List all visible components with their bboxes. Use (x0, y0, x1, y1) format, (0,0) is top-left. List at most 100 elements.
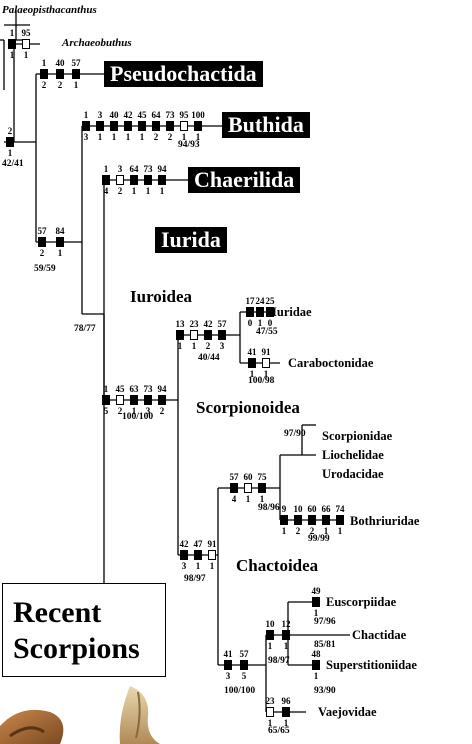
char-box-pseudochactida-57 (72, 69, 80, 79)
char-state-caraboctonidae-41: 1 (250, 369, 255, 379)
char-number-buthida-1: 1 (84, 110, 89, 120)
char-number-buthida-45: 45 (138, 110, 148, 120)
char-number-buthida-42: 42 (124, 110, 134, 120)
char-box-euscorpiidae-49 (312, 597, 320, 607)
char-state-node-10-12-12: 1 (284, 641, 289, 651)
char-box-iuroidea-73 (144, 395, 152, 405)
char-number-pseudochactida-40: 40 (56, 58, 66, 68)
char-number-buthida-3: 3 (98, 110, 103, 120)
char-box-node-13-57 (218, 330, 226, 340)
label-iuridae: Iuridae (272, 305, 312, 319)
char-state-buthida-100: 1 (196, 132, 201, 142)
char-box-buthida-64 (152, 121, 160, 131)
char-box-buthida-40 (110, 121, 118, 131)
char-state-euscorpiidae-49: 1 (314, 608, 319, 618)
char-number-buthida-95: 95 (180, 110, 190, 120)
label-archaeobuthus: Archaeobuthus (62, 37, 132, 49)
support-value-s-97-90: 97/90 (284, 429, 306, 439)
support-value-s-93-90: 93/90 (314, 686, 336, 696)
char-box-node-42-47-91-42 (180, 550, 188, 560)
char-box-bothriuridae-66 (322, 515, 330, 525)
char-state-buthida-73: 2 (168, 132, 173, 142)
char-state-node-57-84-57: 2 (40, 248, 45, 258)
char-state-chaerilida-64: 1 (132, 186, 137, 196)
title-line-scorpions: Scorpions (13, 632, 140, 665)
char-number-scorpionoidea-60: 60 (244, 472, 254, 482)
char-box-chaerilida-73 (144, 175, 152, 185)
char-state-pseudochactida-1: 2 (42, 80, 47, 90)
char-state-chaerilida-73: 1 (146, 186, 151, 196)
char-number-pseudochactida-1: 1 (42, 58, 47, 68)
label-scorpionoidea: Scorpionoidea (196, 398, 300, 417)
char-number-chaerilida-73: 73 (144, 164, 154, 174)
char-number-chaerilida-1: 1 (104, 164, 109, 174)
char-state-buthida-1: 3 (84, 132, 89, 142)
support-value-s-78-77: 78/77 (74, 324, 96, 334)
support-value-s-85-81: 85/81 (314, 640, 336, 650)
char-state-iuroidea-45: 2 (118, 406, 123, 416)
char-number-buthida-100: 100 (191, 110, 205, 120)
char-box-chactoidea-41 (224, 660, 232, 670)
char-number-pseudochactida-57: 57 (72, 58, 82, 68)
char-box-pseudochactida-1 (40, 69, 48, 79)
label-superstitioniidae: Superstitioniidae (326, 658, 417, 672)
char-box-chaerilida-94 (158, 175, 166, 185)
char-number-node-10-12-10: 10 (266, 619, 276, 629)
char-state-node-13-57: 3 (220, 341, 225, 351)
char-state-iuroidea-94: 2 (160, 406, 165, 416)
char-box-caraboctonidae-41 (248, 358, 256, 368)
char-box-caraboctonidae-91 (262, 358, 270, 368)
char-box-node-42-47-91-47 (194, 550, 202, 560)
char-number-bothriuridae-10: 10 (294, 504, 304, 514)
char-state-bothriuridae-10: 2 (296, 526, 301, 536)
char-box-scorpionoidea-60 (244, 483, 252, 493)
char-state-iuroidea-1: 5 (104, 406, 109, 416)
char-state-iuridae-25: 0 (268, 318, 273, 328)
char-number-iuridae-25: 25 (266, 296, 276, 306)
title-line-recent: Recent (13, 596, 102, 629)
char-number-bothriuridae-66: 66 (322, 504, 332, 514)
char-number-archaeobuthus-1: 1 (10, 28, 15, 38)
label-liochelidae: Liochelidae (322, 448, 384, 462)
char-box-buthida-1 (82, 121, 90, 131)
char-state-iuridae-17: 0 (248, 318, 253, 328)
char-state-node-42-47-91-42: 3 (182, 561, 187, 571)
scorpion-photo-image (0, 686, 160, 744)
char-box-node-2-2 (6, 137, 14, 147)
char-box-iuroidea-63 (130, 395, 138, 405)
char-number-node-42-47-91-91: 91 (208, 539, 218, 549)
char-state-chaerilida-94: 1 (160, 186, 165, 196)
char-state-chactoidea-41: 3 (226, 671, 231, 681)
char-number-caraboctonidae-91: 91 (262, 347, 272, 357)
label-chactidae: Chactidae (352, 628, 407, 642)
support-value-s-47-55: 47/55 (256, 327, 278, 337)
char-box-bothriuridae-10 (294, 515, 302, 525)
char-number-archaeobuthus-95: 95 (22, 28, 32, 38)
char-number-node-13-42: 42 (204, 319, 214, 329)
char-box-buthida-73 (166, 121, 174, 131)
support-value-s-100-100b: 100/100 (224, 686, 256, 696)
char-number-node-57-84-57: 57 (38, 226, 48, 236)
char-state-node-13-13: 1 (178, 341, 183, 351)
char-number-superstitioniidae-48: 48 (312, 649, 322, 659)
label-euscorpiidae: Euscorpiidae (326, 595, 397, 609)
char-state-chaerilida-3: 2 (118, 186, 123, 196)
char-box-node-42-47-91-91 (208, 550, 216, 560)
label-chactoidea: Chactoidea (236, 556, 319, 575)
char-number-scorpionoidea-75: 75 (258, 472, 268, 482)
char-state-superstitioniidae-48: 1 (314, 671, 319, 681)
char-box-vaejovidae-23 (266, 707, 274, 717)
char-box-iuroidea-1 (102, 395, 110, 405)
char-state-node-13-23: 1 (192, 341, 197, 351)
label-chaerilida: Chaerilida (188, 167, 301, 194)
support-value-s-97-96: 97/96 (314, 617, 336, 627)
char-number-iuroidea-73: 73 (144, 384, 154, 394)
char-box-node-13-42 (204, 330, 212, 340)
char-number-node-2-2: 2 (8, 126, 13, 136)
char-box-iuridae-25 (266, 307, 274, 317)
support-value-s-99-99: 99/99 (308, 534, 330, 544)
char-number-euscorpiidae-49: 49 (312, 586, 322, 596)
support-value-s-59-59: 59/59 (34, 264, 56, 274)
char-number-iuridae-24: 24 (256, 296, 266, 306)
char-state-node-42-47-91-47: 1 (196, 561, 201, 571)
